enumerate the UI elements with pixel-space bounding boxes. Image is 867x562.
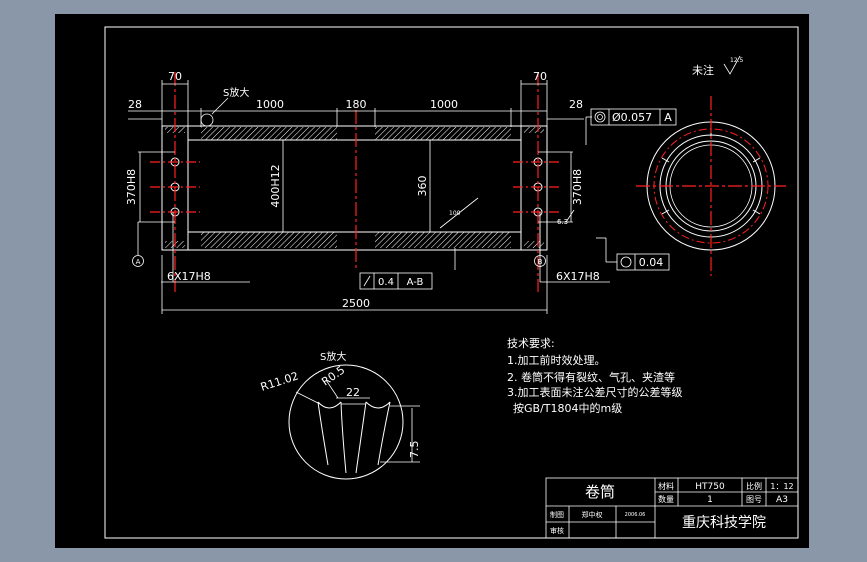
title-block <box>545 477 799 539</box>
dim-bolt-circle-left: 370H8 <box>125 169 138 205</box>
groove-pitch: 22 <box>346 386 360 399</box>
roundness-value: 0.04 <box>639 256 664 269</box>
dim-span-right: 1000 <box>430 98 458 111</box>
dim-holes-right: 6X17H8 <box>556 270 600 283</box>
runout-value: 0.4 <box>378 277 394 288</box>
dim-total-length: 2500 <box>342 297 370 310</box>
centerlines <box>150 72 562 292</box>
wall-hatch-bottom <box>165 232 544 248</box>
drawn-date: 2006.06 <box>625 512 646 518</box>
coaxiality-value: Ø0.057 <box>612 111 652 124</box>
school-name: 重庆科技学院 <box>682 515 766 531</box>
tech-item-2: 2. 卷筒不得有裂纹、气孔、夹渣等 <box>507 370 675 384</box>
scale-label: 比例 <box>746 481 762 491</box>
drawn-label: 制图 <box>550 510 564 519</box>
end-view <box>636 96 786 276</box>
roughness-100: 100 <box>449 210 461 217</box>
tech-item-3: 3.加工表面未注公差尺寸的公差等级 <box>507 385 683 399</box>
tech-item-1: 1.加工前时效处理。 <box>507 353 606 367</box>
scale-value: 1：12 <box>770 482 793 491</box>
groove-depth: 7.5 <box>408 441 421 459</box>
tech-item-4: 按GB/T1804中的m级 <box>513 401 622 415</box>
dim-span-left: 1000 <box>256 98 284 111</box>
fcf-runout <box>359 272 433 290</box>
dim-bolt-circle-right: 370H8 <box>571 169 584 205</box>
check-label: 审核 <box>550 526 564 535</box>
dim-holes-left: 6X17H8 <box>167 270 211 283</box>
surface-note-value: 12.5 <box>730 57 744 64</box>
qty-label: 数量 <box>658 494 674 504</box>
drawn-name: 郑中权 <box>582 510 603 519</box>
surface-note-label: 未注 <box>692 63 714 77</box>
dim-edge-right: 28 <box>569 98 583 111</box>
detail-s-callout: S放大 <box>200 86 249 127</box>
right-flange <box>520 125 548 251</box>
runout-datum: A-B <box>407 277 424 288</box>
dim-inner-dia: 360 <box>416 176 429 197</box>
sheet-label: 图号 <box>746 495 762 504</box>
dimension-lines <box>128 80 617 314</box>
detail-label-bottom: S放大 <box>320 350 346 363</box>
datum-a-left: A <box>132 255 144 267</box>
tech-requirements: 技术要求: 1.加工前时效处理。 2. 卷筒不得有裂纹、气孔、夹渣等 3.加工表… <box>507 337 683 415</box>
fcf-coaxiality <box>590 108 677 126</box>
qty-value: 1 <box>707 495 713 505</box>
datum-b-right: B <box>534 255 546 267</box>
sheet-value: A3 <box>776 495 788 505</box>
drawing-border <box>104 26 799 539</box>
datum-b-label: B <box>538 258 543 266</box>
dim-edge-left: 28 <box>128 98 142 111</box>
datum-a-label: A <box>136 258 141 266</box>
material-value: HT750 <box>695 482 725 492</box>
roughness-63: 6.3 <box>557 218 568 226</box>
material-label: 材料 <box>658 481 674 491</box>
coaxiality-datum: A <box>664 111 672 124</box>
dim-bore: 400H12 <box>269 164 282 207</box>
dimension-texts: 70 70 28 28 1000 180 1000 2500 6X17H8 6X… <box>125 70 600 310</box>
dim-span-mid: 180 <box>346 98 367 111</box>
surface-note: 未注 12.5 <box>692 55 744 77</box>
fcf-roundness <box>616 253 670 271</box>
title-block-texts: 卷筒 材料 HT750 比例 1：12 数量 1 图号 A3 制图 郑中权 20… <box>550 481 794 535</box>
dim-flange-right: 70 <box>533 70 547 83</box>
dim-flange-left: 70 <box>168 70 182 83</box>
part-name: 卷筒 <box>585 483 615 501</box>
tech-heading: 技术要求: <box>507 337 555 350</box>
detail-label-top: S放大 <box>223 86 249 99</box>
